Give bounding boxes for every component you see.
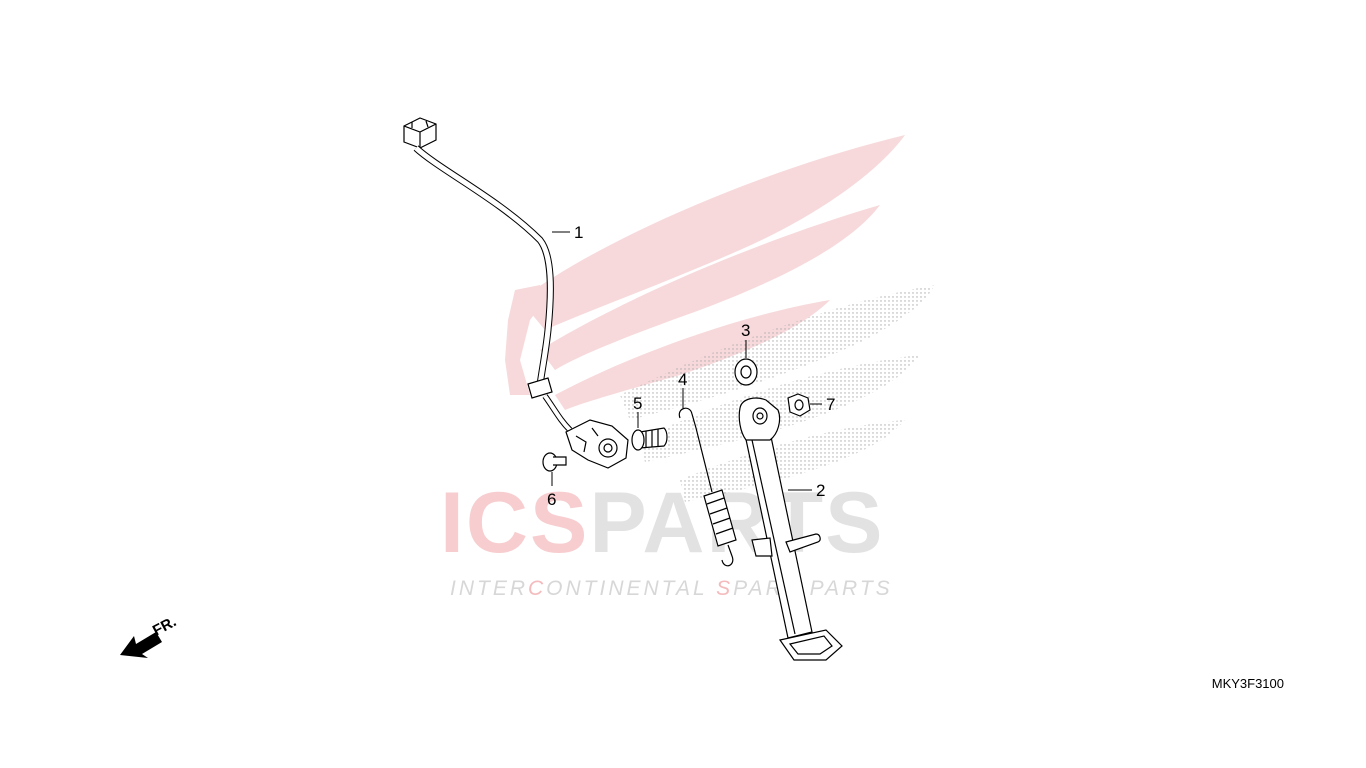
diagram-code: MKY3F3100 xyxy=(1211,676,1284,691)
front-direction-indicator: FR. xyxy=(120,613,179,658)
watermark-brand: ICSPARTS xyxy=(440,475,884,571)
switch-detail xyxy=(575,427,599,453)
part-side-stand[interactable] xyxy=(738,397,843,661)
pivot-bolt-threads xyxy=(645,429,659,447)
watermark-text: ICSPARTS INTERCONTINENTAL SPARE PARTS xyxy=(440,475,893,600)
wire-clamp xyxy=(527,377,553,399)
switch-pivot-hole xyxy=(598,438,618,458)
callout-numbers: 1 2 3 4 5 6 7 xyxy=(547,223,835,509)
part-return-spring[interactable] xyxy=(678,407,737,567)
part-washer[interactable] xyxy=(734,358,758,386)
stand-foot xyxy=(778,629,843,661)
spring-top-hook xyxy=(678,407,713,493)
wing-feather-red-3 xyxy=(555,300,830,410)
front-arrow-icon xyxy=(120,632,162,658)
watermark-wing-logo xyxy=(505,135,935,502)
spring-coil-lines xyxy=(706,497,734,535)
callout-number: 6 xyxy=(547,490,556,509)
switch-pivot-hole-inner xyxy=(603,443,613,453)
watermark-brand-grey: PARTS xyxy=(589,475,884,571)
pivot-bolt-head xyxy=(631,429,645,451)
washer-inner xyxy=(740,365,752,379)
wire-cable-outer xyxy=(413,145,554,386)
watermark-tagline-part: S xyxy=(716,577,733,600)
wing-feather-red-2 xyxy=(540,205,880,370)
wing-feather-dots-1 xyxy=(620,285,935,420)
callout-number: 7 xyxy=(826,395,835,414)
watermark-tagline-part: PARE PARTS xyxy=(733,577,893,600)
watermark-tagline: INTERCONTINENTAL SPARE PARTS xyxy=(450,577,893,600)
spring-bottom-hook xyxy=(721,544,734,567)
pivot-bolt-shank xyxy=(639,427,668,449)
stand-head-hole-inner xyxy=(756,412,764,420)
stand-leg-edge xyxy=(751,439,796,635)
callout-number: 3 xyxy=(741,321,750,340)
leader-lines xyxy=(551,231,822,491)
callout-number: 2 xyxy=(816,481,825,500)
callout-number: 4 xyxy=(678,370,687,389)
stand-bracket xyxy=(751,537,773,557)
watermark-tagline-part: ONTINENTAL xyxy=(546,577,716,600)
spring-coil xyxy=(703,489,737,547)
switch-body xyxy=(565,419,629,469)
part-nut[interactable] xyxy=(787,393,811,417)
wire-lower-inner xyxy=(543,394,572,432)
part-pivot-bolt[interactable] xyxy=(631,427,668,451)
callout-number: 1 xyxy=(574,223,583,242)
bolt-shank xyxy=(553,456,567,466)
wire-cable-inner xyxy=(414,146,553,386)
watermark-tagline-part: C xyxy=(528,577,546,600)
wing-feather-dots-2 xyxy=(640,355,920,462)
wing-gear-red xyxy=(505,285,545,395)
stand-foot-inner xyxy=(788,635,833,655)
stand-spring-peg xyxy=(785,533,821,553)
part-switch-mount-bolt[interactable] xyxy=(542,452,567,472)
wire-connector-detail xyxy=(403,120,437,148)
part-side-stand-switch-wire[interactable] xyxy=(403,117,629,469)
watermark-brand-red: ICS xyxy=(440,475,589,571)
nut-hole xyxy=(794,399,804,411)
watermark-tagline-part: INTER xyxy=(450,577,528,600)
wing-feather-red-1 xyxy=(520,135,905,330)
callout-number: 5 xyxy=(633,394,642,413)
wing-feather-dots-3 xyxy=(680,420,905,502)
